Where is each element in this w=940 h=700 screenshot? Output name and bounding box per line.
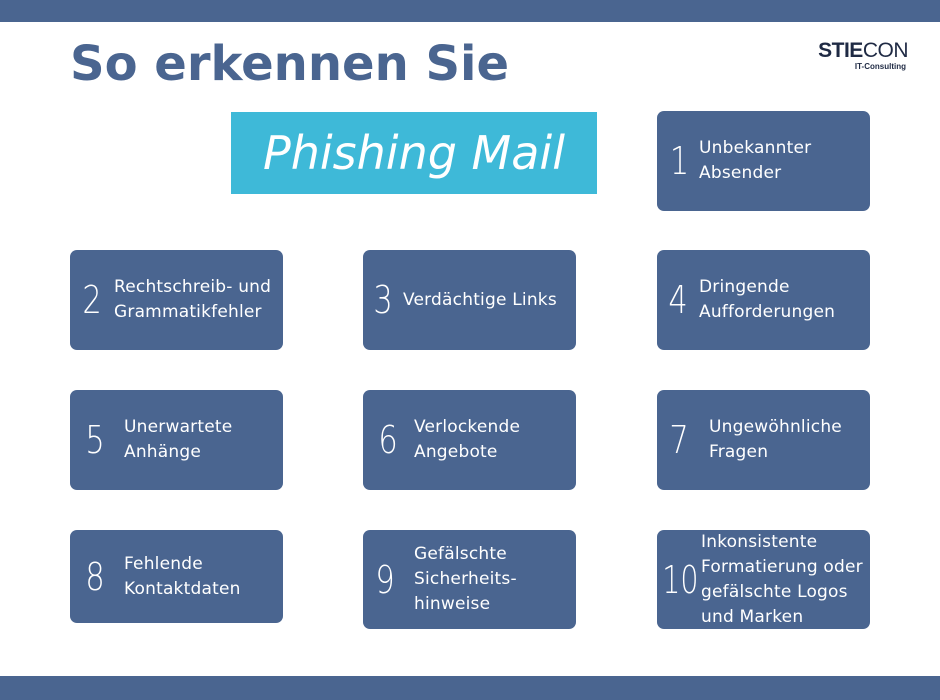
logo-wordmark-bold: STIE	[818, 39, 863, 62]
card-number: 1	[669, 139, 690, 183]
card-number: 6	[378, 418, 398, 462]
tip-card-3: 3 Verdächtige Links	[363, 250, 576, 350]
card-number: 9	[375, 557, 395, 602]
subtitle-banner: Phishing Mail	[231, 112, 597, 194]
card-number: 4	[668, 278, 688, 322]
logo-wordmark: STIECON	[808, 40, 908, 62]
logo-tagline: IT-Consulting	[854, 62, 906, 71]
card-text: Verdächtige Links	[403, 289, 557, 310]
card-number: 3	[373, 278, 393, 322]
bottom-bar	[0, 676, 940, 700]
card-number: 2	[82, 278, 102, 322]
logo-wordmark-regular: CON	[862, 39, 909, 62]
card-number: 10	[662, 557, 699, 602]
page-title: So erkennen Sie	[70, 36, 510, 92]
card-number: 8	[85, 554, 105, 599]
card-number: 5	[85, 418, 105, 462]
top-bar	[0, 0, 940, 22]
card-number: 7	[669, 418, 689, 462]
page-subtitle: Phishing Mail	[263, 126, 565, 180]
company-logo: STIECON IT-Consulting	[808, 40, 908, 72]
